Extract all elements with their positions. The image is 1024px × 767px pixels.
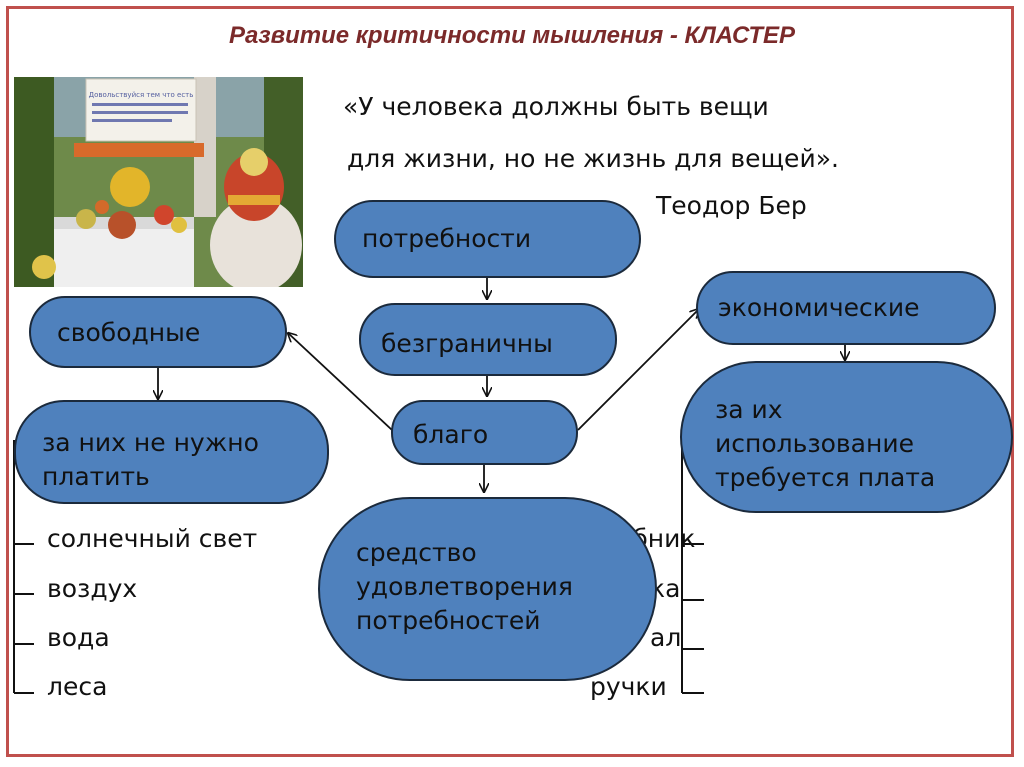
photo-sign — [85, 78, 197, 142]
node-economic-desc-line: требуется плата — [715, 462, 936, 492]
quote-line-1: «У человека должны быть вещи — [343, 92, 769, 121]
economic-example-item: ал — [650, 623, 682, 652]
arrow-good-to-free — [288, 333, 393, 431]
node-means-line: потребностей — [356, 605, 541, 635]
node-free: свободные — [29, 296, 287, 368]
node-needs-label: потребности — [362, 224, 532, 253]
economic-example-item: ручки — [590, 672, 667, 701]
node-unlimited-label: безграничны — [381, 329, 553, 358]
node-unlimited: безграничны — [359, 303, 617, 376]
node-economic-desc-line: за их — [715, 395, 783, 424]
free-list-bracket — [13, 440, 34, 694]
photo-harvest-display: Довольствуйся тем что есть — [14, 77, 303, 287]
free-example-item: вода — [47, 623, 110, 652]
node-good-label: благо — [413, 420, 489, 449]
node-means-line: средство — [356, 538, 477, 567]
quote-line-2: для жизни, но не жизнь для вещей». — [347, 144, 839, 173]
node-needs: потребности — [334, 200, 641, 278]
node-economic-desc: за их использование требуется плата — [680, 361, 1013, 513]
free-example-item: воздух — [47, 574, 138, 603]
node-free-desc: за них не нужно платить — [14, 400, 329, 504]
economic-list-bracket — [681, 440, 704, 694]
node-free-desc-line: за них не нужно — [42, 428, 259, 457]
node-good: благо — [391, 400, 578, 465]
quote-author: Теодор Бер — [656, 191, 807, 220]
free-example-item: леса — [47, 672, 108, 701]
slide-frame — [6, 6, 1014, 757]
node-means: средство удовлетворения потребностей — [318, 497, 657, 681]
photo-sign-text: Довольствуйся тем что есть — [89, 91, 194, 99]
free-example-item: солнечный свет — [47, 524, 258, 553]
node-free-label: свободные — [57, 318, 201, 347]
photo-illustration: Довольствуйся тем что есть — [14, 77, 303, 287]
node-economic-desc-line: использование — [715, 428, 914, 458]
arrow-good-to-economic — [577, 309, 699, 431]
node-economic-label: экономические — [718, 293, 920, 322]
node-free-desc-line: платить — [42, 461, 150, 491]
node-means-line: удовлетворения — [356, 571, 573, 601]
slide-title: Развитие критичности мышления - КЛАСТЕР — [228, 22, 796, 49]
node-economic: экономические — [696, 271, 996, 345]
